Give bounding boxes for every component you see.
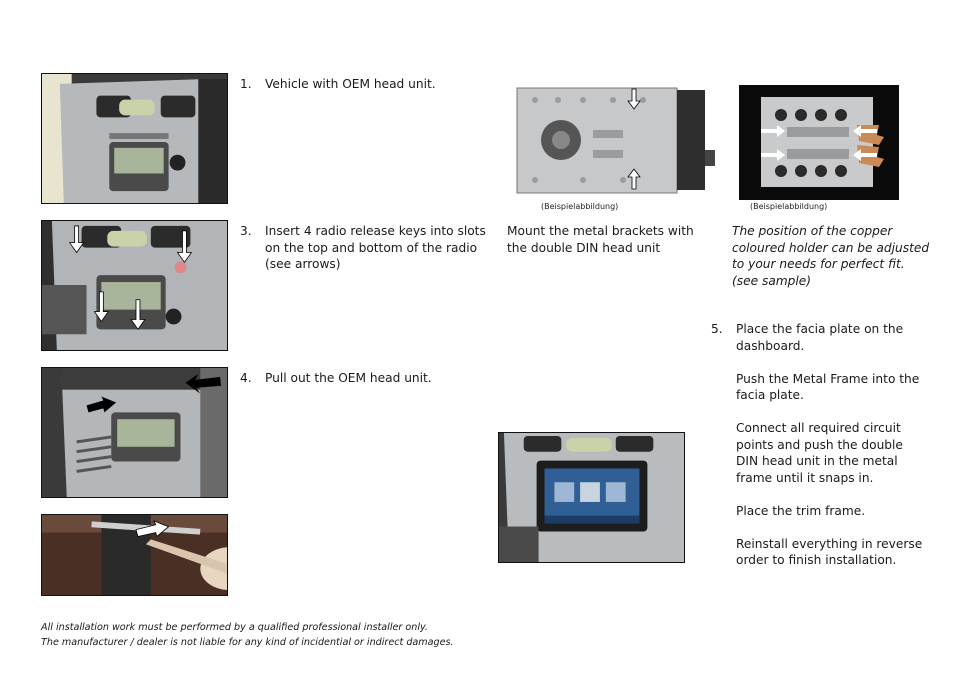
- photo-metal-brackets: [513, 85, 716, 199]
- step-number: 4.: [240, 371, 252, 385]
- caption-bracket-photo: (Beispielabbildung): [541, 202, 619, 211]
- step-number: 1.: [240, 77, 252, 91]
- photo-oem-head-unit: [41, 73, 228, 204]
- step-number: 5.: [711, 322, 723, 336]
- step-number: 3.: [240, 224, 252, 238]
- step-text: Vehicle with OEM head unit.: [265, 77, 436, 91]
- step-5-paragraph: Place the facia plate on the dashboard.: [736, 322, 904, 353]
- photo-insert-release-keys: [41, 220, 228, 351]
- step-text: Insert 4 radio release keys into slots o…: [265, 224, 486, 271]
- step-3: 3. Insert 4 radio release keys into slot…: [240, 223, 490, 283]
- copper-holder-text: The position of the copper coloured hold…: [732, 224, 930, 288]
- step-text: Pull out the OEM head unit.: [265, 371, 432, 385]
- step-1: 1. Vehicle with OEM head unit.: [240, 76, 490, 96]
- step-4: 4. Pull out the OEM head unit.: [240, 370, 490, 390]
- step-5: 5. Place the facia plate on the dashboar…: [711, 321, 931, 571]
- photo-copper-holder: [739, 85, 899, 200]
- photo-release-key-detail: [41, 514, 228, 596]
- step-5-paragraph: Place the trim frame.: [736, 503, 866, 518]
- step-text: Place the facia plate on the dashboard. …: [736, 321, 931, 585]
- photo-pull-out-head-unit: [41, 367, 228, 498]
- caption-holder-photo: (Beispielabbildung): [750, 202, 828, 211]
- step-5-paragraph: Push the Metal Frame into the facia plat…: [736, 371, 920, 403]
- photo-installed-double-din: [498, 432, 685, 563]
- step-5-paragraph: Connect all required circuit points and …: [736, 421, 903, 485]
- mount-bracket-text: Mount the metal brackets with the double…: [507, 224, 694, 255]
- disclaimer: All installation work must be performed …: [41, 622, 454, 648]
- step-5-paragraph: Reinstall everything in reverse order to…: [736, 536, 923, 568]
